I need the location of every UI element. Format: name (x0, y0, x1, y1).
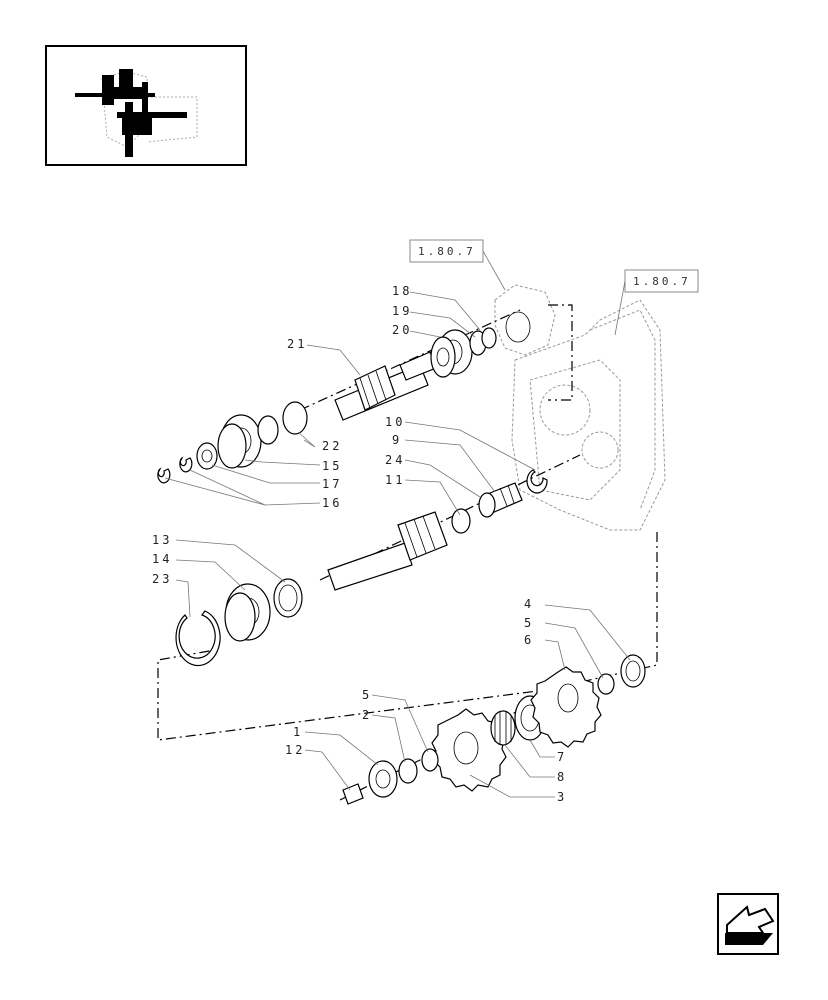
callout-19: 19 (392, 304, 412, 318)
callout-21: 21 (287, 337, 307, 351)
callout-15: 15 (322, 459, 342, 473)
callout-4: 4 (524, 597, 534, 611)
callout-8: 8 (557, 770, 567, 784)
callout-24: 24 (385, 453, 405, 467)
arrow-icon (725, 905, 775, 945)
callout-12: 12 (285, 743, 305, 757)
next-page-button[interactable] (717, 893, 779, 955)
ring-11 (451, 508, 471, 534)
callout-5: 5 (524, 616, 534, 630)
axis-line-upper (299, 309, 521, 411)
ring-13 (273, 578, 303, 618)
leader-lines (164, 291, 631, 798)
locator-drawing (75, 69, 198, 157)
needle-bearing-8 (490, 710, 516, 746)
ring-4 (620, 654, 646, 688)
callout-16: 16 (322, 496, 342, 510)
callout-17: 17 (322, 477, 342, 491)
snap-ring-23 (175, 610, 221, 667)
spacer-2 (398, 758, 418, 784)
splined-coupling-9 (478, 482, 523, 518)
plug-12 (342, 783, 364, 805)
circlip-16a (179, 456, 193, 473)
gear-6 (530, 666, 602, 748)
reference-1-80-7-right[interactable]: 1.80.7 (624, 269, 699, 293)
callout-7: 7 (557, 750, 567, 764)
bearing-20 (430, 329, 473, 378)
bearing-1 (368, 760, 398, 798)
reference-1-80-7-left[interactable]: 1.80.7 (409, 239, 484, 263)
bearing-15 (217, 414, 262, 469)
callout-2: 2 (362, 708, 372, 722)
ring-22a (257, 415, 279, 445)
callout-9: 9 (392, 433, 402, 447)
callout-20: 20 (392, 323, 412, 337)
clip-10 (526, 469, 548, 494)
gearbox-housing (511, 299, 666, 531)
ring-22 (282, 401, 308, 435)
ring-18 (481, 327, 497, 349)
washer-5 (597, 673, 615, 695)
callout-22: 22 (322, 439, 342, 453)
callout-18: 18 (392, 284, 412, 298)
locator-thumbnail (45, 45, 247, 166)
callout-13: 13 (152, 533, 172, 547)
reference-label: 1.80.7 (418, 245, 476, 258)
circlip-16b (157, 467, 171, 484)
main-shaft (327, 511, 448, 591)
bearing-14 (224, 583, 271, 642)
assembly-path (157, 532, 658, 741)
callout-1: 1 (293, 725, 303, 739)
reference-label: 1.80.7 (633, 275, 691, 288)
callout-6: 6 (524, 633, 534, 647)
callout-5b: 5 (362, 688, 372, 702)
callout-11: 11 (385, 473, 405, 487)
upper-flange (494, 284, 556, 356)
callout-14: 14 (152, 552, 172, 566)
washer-17 (196, 442, 218, 470)
callout-23: 23 (152, 572, 172, 586)
input-shaft-21 (334, 351, 437, 421)
callout-10: 10 (385, 415, 405, 429)
washer-5b (421, 748, 439, 772)
callout-3: 3 (557, 790, 567, 804)
callout-labels: 18 19 20 21 22 15 17 16 10 9 24 11 13 14… (152, 284, 567, 804)
